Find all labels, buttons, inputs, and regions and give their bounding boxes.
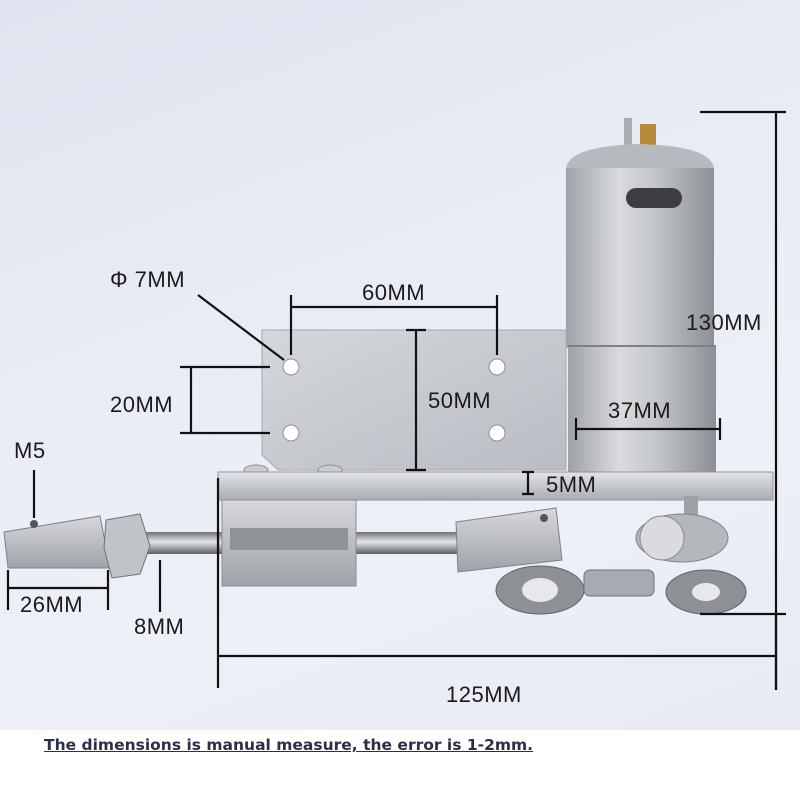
motor-terminal bbox=[640, 124, 656, 146]
dim-line-60mm bbox=[289, 295, 499, 355]
rod-end-link bbox=[495, 565, 747, 615]
mount-hole bbox=[282, 424, 300, 442]
motor-top-cap bbox=[566, 144, 714, 170]
dim-line-5mm bbox=[522, 470, 534, 496]
connecting-block-hole bbox=[540, 514, 548, 522]
dimension-lines bbox=[6, 110, 786, 690]
mount-hole bbox=[488, 358, 506, 376]
dim-line-50mm bbox=[406, 328, 426, 472]
connecting-block bbox=[455, 507, 563, 573]
end-block-hole bbox=[30, 520, 38, 528]
label-motor-diameter: 37MM bbox=[608, 398, 672, 423]
mounting-plate bbox=[243, 329, 567, 476]
motor-vent bbox=[626, 188, 682, 208]
dim-leader-phi7 bbox=[197, 294, 285, 361]
label-hole-spacing-horizontal: 60MM bbox=[362, 280, 426, 305]
label-rod-diameter: 8MM bbox=[134, 614, 185, 639]
label-thread: M5 bbox=[14, 438, 46, 463]
label-plate-height: 50MM bbox=[428, 388, 492, 413]
hex-nut bbox=[103, 513, 151, 579]
dim-line-26mm bbox=[6, 570, 110, 610]
dim-line-20mm bbox=[180, 365, 270, 435]
linear-assembly bbox=[3, 499, 563, 587]
motor-terminal bbox=[624, 118, 632, 146]
label-total-length: 125MM bbox=[446, 682, 522, 707]
footer-band bbox=[0, 730, 800, 800]
gearbox bbox=[568, 346, 716, 472]
dc-motor bbox=[566, 118, 716, 472]
slider-groove bbox=[230, 528, 348, 550]
dim-line-130mm bbox=[700, 110, 786, 690]
label-plate-thickness: 5MM bbox=[546, 472, 597, 497]
label-total-height: 130MM bbox=[686, 310, 762, 335]
dim-line-125mm bbox=[216, 478, 778, 690]
label-hole-diameter: Φ 7MM bbox=[110, 267, 186, 292]
label-hole-spacing-vertical: 20MM bbox=[110, 392, 174, 417]
label-end-block-length: 26MM bbox=[20, 592, 84, 617]
base-bar bbox=[217, 471, 774, 501]
crank-wheel bbox=[635, 496, 729, 563]
dim-line-37mm bbox=[574, 418, 722, 440]
mount-hole bbox=[488, 424, 506, 442]
measurement-disclaimer: The dimensions is manual measure, the er… bbox=[44, 736, 534, 754]
plate-face bbox=[261, 329, 567, 471]
end-block bbox=[3, 515, 111, 569]
mount-hole bbox=[282, 358, 300, 376]
